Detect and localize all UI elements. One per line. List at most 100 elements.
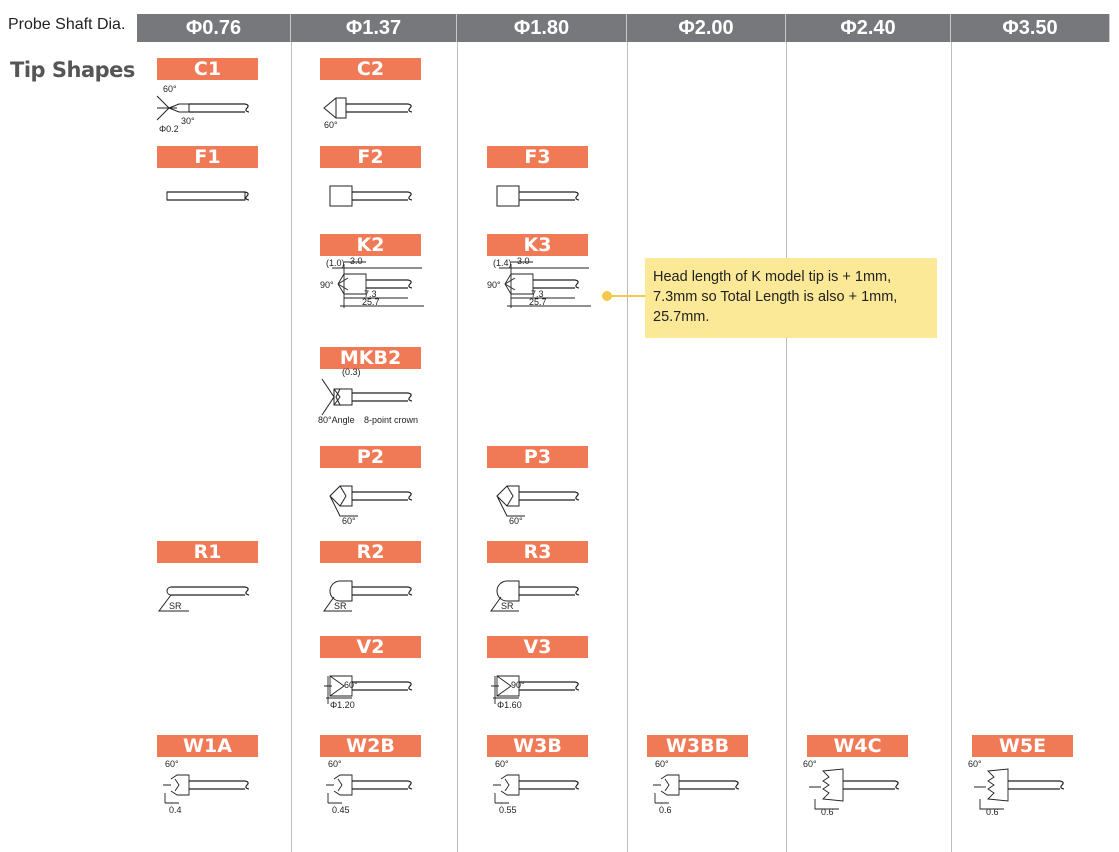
tip-w1a: W1A 60° 0.4 [157, 735, 297, 825]
dimension-label: 60° [509, 516, 523, 526]
k-model-note: Head length of K model tip is + 1mm, 7.3… [645, 258, 937, 338]
dimension-label: 3.0 [517, 256, 530, 266]
dimension-label: 90° [487, 280, 501, 290]
tip-diagram-icon: (1.0) 3.0 90° 7.325.7 [320, 256, 424, 308]
tip-diagram-icon: 60° 30°Φ0.2 [156, 84, 250, 134]
tip-diagram-icon: 60° 0.6 [803, 759, 900, 817]
tip-diagram-icon: 60° 0.55 [493, 759, 580, 815]
tip-r2: R2 SR [320, 541, 460, 631]
tip-diagram-icon: 60° [329, 485, 413, 526]
column-divider [786, 42, 787, 852]
tip-diagram-icon: SR [158, 586, 250, 612]
tip-badge: V3 [487, 636, 588, 658]
dimension-label: Φ1.60 [497, 700, 522, 710]
tip-diagram-icon: 90° Φ1.60 [491, 675, 580, 710]
tip-badge: V2 [320, 636, 421, 658]
column-divider [951, 42, 952, 852]
tip-f2: F2 [320, 146, 460, 236]
tip-f1: F1 [157, 146, 297, 236]
dimension-label: (0.3) [342, 367, 361, 377]
tip-badge: P3 [487, 446, 588, 468]
probe-shaft-dia-label: Probe Shaft Dia. [8, 16, 126, 33]
tip-diagram-icon [166, 191, 250, 201]
dimension-label: 25.7 [362, 297, 380, 307]
tip-badge: W4C [807, 735, 908, 757]
dimension-label: 60° [163, 84, 177, 94]
tip-f3: F3 [487, 146, 627, 236]
tip-w5e: W5E 60°0.6 [968, 735, 1112, 825]
tip-badge: F1 [157, 146, 258, 168]
dimension-label: 60° [324, 120, 338, 130]
tip-w4c: W4C 60° 0.6 [803, 735, 947, 825]
column-divider [627, 42, 628, 852]
tip-badge: C1 [157, 58, 258, 80]
dimension-label: 60° [165, 759, 179, 769]
tip-p3: P3 60° [487, 446, 627, 536]
tip-diagram-icon: 60° [496, 485, 580, 526]
shaft-dia-header: Φ1.80 [457, 14, 627, 42]
tip-diagram-icon: 60°0.6 [653, 759, 740, 815]
column-divider [457, 42, 458, 852]
tip-diagram-icon [496, 185, 580, 207]
tip-badge: F3 [487, 146, 588, 168]
tip-badge: W2B [320, 735, 421, 757]
dimension-label: 60° [968, 759, 982, 769]
shaft-dia-header: Φ3.50 [951, 14, 1110, 42]
dimension-label: 60° [803, 759, 817, 769]
tip-badge: W3B [487, 735, 588, 757]
dimension-label: 0.55 [499, 805, 517, 815]
shaft-dia-header: Φ0.76 [137, 14, 291, 42]
dimension-label: (1.4) [493, 258, 512, 268]
dimension-label: 0.4 [169, 805, 182, 815]
tip-badge: R2 [320, 541, 421, 563]
tip-diagram-icon: SR [490, 580, 580, 612]
tip-r3: R3 SR [487, 541, 627, 631]
tip-c1: C1 60° 30°Φ0.2 [156, 58, 297, 148]
tip-shapes-title: Tip Shapes [10, 58, 135, 82]
callout-leader-line [610, 295, 645, 297]
tip-badge: K2 [320, 234, 421, 256]
shaft-dia-header: Φ2.00 [627, 14, 786, 42]
dimension-label: Φ1.20 [330, 700, 355, 710]
dimension-label: 60° [342, 516, 356, 526]
tip-diagram-icon: (1.4)3.090°7.325.7 [487, 256, 591, 308]
tip-w2b: W2B 60°0.45 [320, 735, 460, 825]
dimension-label: 3.0 [350, 256, 363, 266]
tip-r1: R1 SR [157, 541, 297, 631]
tip-w3bb: W3BB 60°0.6 [647, 735, 787, 825]
tip-badge: C2 [320, 58, 421, 80]
dimension-label: Φ0.2 [159, 124, 179, 134]
dimension-label: 60° [495, 759, 509, 769]
tip-diagram-icon: 60° Φ1.20 [324, 675, 413, 710]
dimension-label: 0.6 [986, 807, 999, 817]
dimension-label: 30° [181, 116, 195, 126]
dimension-label: 0.6 [659, 805, 672, 815]
tip-badge: W1A [157, 735, 258, 757]
dimension-label: 60° [328, 759, 342, 769]
tip-badge: K3 [487, 234, 588, 256]
callout-dot [602, 291, 612, 301]
dimension-label: 0.6 [821, 807, 834, 817]
dimension-label: 60° [344, 680, 358, 690]
tip-badge: P2 [320, 446, 421, 468]
tip-diagram-icon: 60° 0.6 [968, 759, 1065, 817]
tip-v3: V3 90° Φ1.60 [487, 636, 627, 726]
dimension-label: 90° [511, 680, 525, 690]
tip-diagram-icon: SR [323, 580, 413, 612]
tip-v2: V2 60° Φ1.20 [320, 636, 460, 726]
dimension-label: SR [334, 601, 347, 611]
tip-c2: C2 60° [320, 58, 460, 148]
tip-badge: R1 [157, 541, 258, 563]
tip-diagram-icon [329, 185, 413, 207]
column-divider [291, 42, 292, 852]
tip-badge: MKB2 [320, 347, 421, 369]
dimension-label: 25.7 [529, 297, 547, 307]
dimension-label: 90° [320, 280, 334, 290]
tip-w3b: W3B 60° 0.55 [487, 735, 627, 825]
dimension-label: 7.3 [364, 289, 377, 299]
dimension-label: (1.0) [326, 258, 345, 268]
tip-diagram-icon: 60° [323, 97, 413, 130]
